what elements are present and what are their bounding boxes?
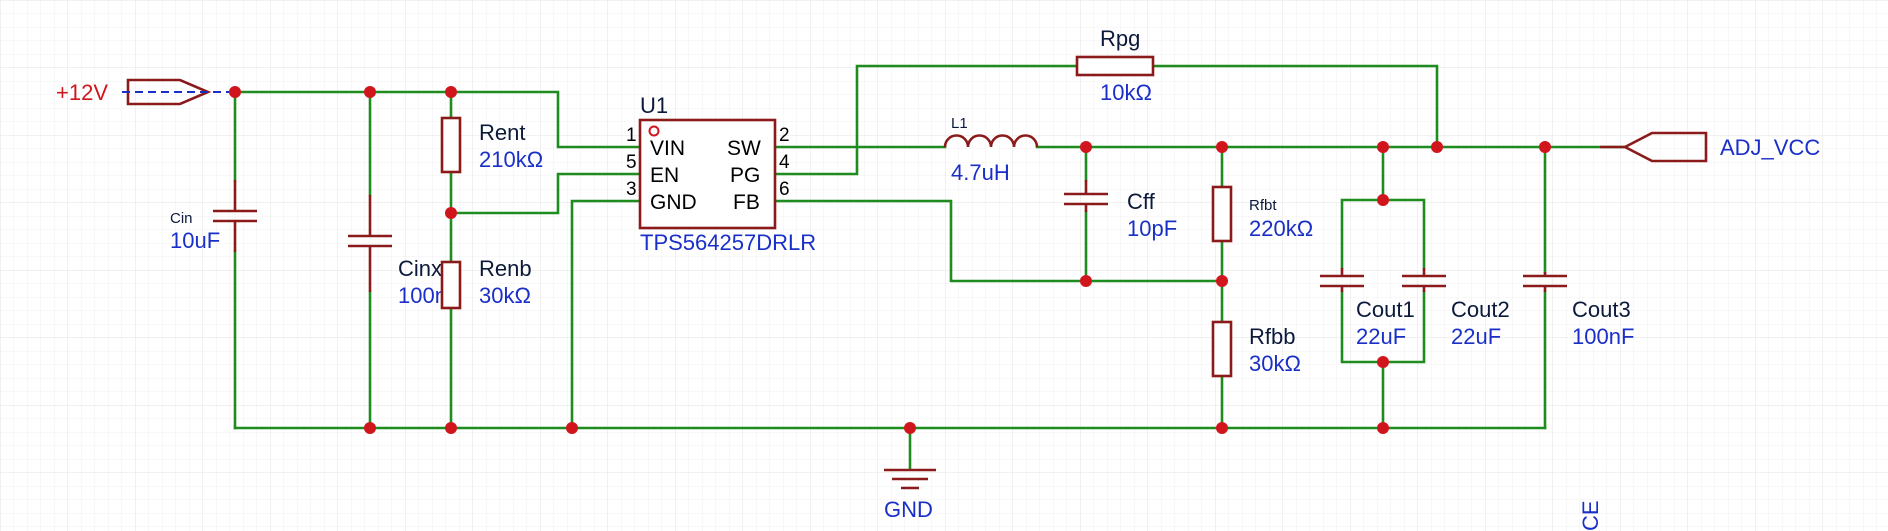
l1-designator: L1 — [951, 115, 968, 132]
l1-value: 4.7uH — [951, 160, 1010, 185]
junction-dot[interactable] — [1431, 141, 1443, 153]
junction-dot[interactable] — [904, 422, 916, 434]
resistor-rfbt[interactable]: Rfbt 220kΩ — [1211, 185, 1313, 243]
junction-dot[interactable] — [364, 86, 376, 98]
junction-dot[interactable] — [1377, 141, 1389, 153]
junction-dot[interactable] — [1216, 275, 1228, 287]
net-port-adj-vcc[interactable]: ADJ_VCC — [1600, 131, 1820, 163]
pin-name: PG — [730, 164, 760, 187]
junction-dot[interactable] — [1216, 141, 1228, 153]
u1-designator: U1 — [640, 93, 668, 118]
capacitor-cout3[interactable]: Cout3 100nF — [1523, 272, 1634, 349]
capacitor-cin[interactable]: Cin 10uF — [170, 180, 257, 253]
resistor-rfbb[interactable]: Rfbb 30kΩ — [1211, 320, 1301, 378]
junction-dot[interactable] — [445, 422, 457, 434]
net-label-adj-vcc: ADJ_VCC — [1720, 135, 1820, 160]
gnd-symbol[interactable]: GND — [884, 468, 936, 522]
rfbb-designator: Rfbb — [1249, 324, 1295, 349]
ic-u1[interactable]: U1 TPS564257DRLR 1 VIN 5 EN 3 GND 2 SW 4… — [626, 93, 816, 255]
junction-dot[interactable] — [1080, 141, 1092, 153]
u1-part-number: TPS564257DRLR — [640, 230, 816, 255]
cff-value: 10pF — [1127, 216, 1177, 241]
rent-designator: Rent — [479, 120, 525, 145]
capacitor-cout2[interactable]: Cout2 22uF — [1402, 268, 1510, 349]
junction-dot[interactable] — [566, 422, 578, 434]
cout2-value: 22uF — [1451, 324, 1501, 349]
junction-dot[interactable] — [445, 207, 457, 219]
wire-ic-gnd[interactable] — [570, 199, 642, 430]
junction-dot[interactable] — [229, 86, 241, 98]
junction-dot[interactable] — [445, 86, 457, 98]
renb-designator: Renb — [479, 256, 532, 281]
capacitor-cout1[interactable]: Cout1 22uF — [1320, 268, 1415, 349]
pin-name: SW — [727, 137, 761, 160]
cout1-value: 22uF — [1356, 324, 1406, 349]
rent-value: 210kΩ — [479, 147, 543, 172]
junction-dot[interactable] — [1377, 422, 1389, 434]
pin-number: 6 — [779, 179, 790, 200]
pin-number: 3 — [626, 179, 637, 200]
wire-vin-rail[interactable] — [233, 90, 642, 149]
capacitor-cff[interactable]: Cff 10pF — [1064, 180, 1177, 241]
pin-name: EN — [650, 164, 679, 187]
cin-designator: Cin — [170, 210, 193, 227]
net-port-12v[interactable]: +12V — [56, 78, 235, 106]
cout1-designator: Cout1 — [1356, 297, 1415, 322]
resistor-rpg[interactable]: Rpg 10kΩ — [1075, 26, 1155, 105]
resistor-renb[interactable]: Renb 30kΩ — [440, 256, 532, 310]
rpg-value: 10kΩ — [1100, 80, 1152, 105]
rpg-designator: Rpg — [1100, 26, 1140, 51]
rfbb-value: 30kΩ — [1249, 351, 1301, 376]
junction-dot[interactable] — [1377, 194, 1389, 206]
cin-value: 10uF — [170, 228, 220, 253]
rfbt-designator: Rfbt — [1249, 197, 1277, 214]
junction-dot[interactable] — [1216, 422, 1228, 434]
wire-en[interactable] — [449, 172, 642, 215]
junctions — [229, 86, 1551, 434]
inductor-l1[interactable]: L1 4.7uH — [943, 115, 1039, 185]
edge-partial-label: CE — [1578, 500, 1603, 531]
junction-dot[interactable] — [1080, 275, 1092, 287]
pin-name: VIN — [650, 137, 685, 160]
pin-number: 1 — [626, 125, 637, 146]
pin-name: FB — [733, 191, 760, 214]
cout3-designator: Cout3 — [1572, 297, 1631, 322]
wire-rpg-out[interactable] — [1151, 64, 1439, 149]
junction-dot[interactable] — [1539, 141, 1551, 153]
cout2-designator: Cout2 — [1451, 297, 1510, 322]
pin-number: 5 — [626, 152, 637, 173]
pin-number: 4 — [779, 152, 790, 173]
junction-dot[interactable] — [364, 422, 376, 434]
junction-dot[interactable] — [1377, 356, 1389, 368]
cff-designator: Cff — [1127, 189, 1156, 214]
cout3-value: 100nF — [1572, 324, 1634, 349]
net-label-12v: +12V — [56, 80, 108, 105]
gnd-label: GND — [884, 497, 933, 522]
rfbt-value: 220kΩ — [1249, 216, 1313, 241]
wire-pg[interactable] — [773, 64, 1079, 176]
pin-name: GND — [650, 191, 697, 214]
cinx-designator: Cinx — [398, 256, 442, 281]
renb-value: 30kΩ — [479, 283, 531, 308]
pin-number: 2 — [779, 125, 790, 146]
resistor-rent[interactable]: Rent 210kΩ — [440, 116, 543, 174]
